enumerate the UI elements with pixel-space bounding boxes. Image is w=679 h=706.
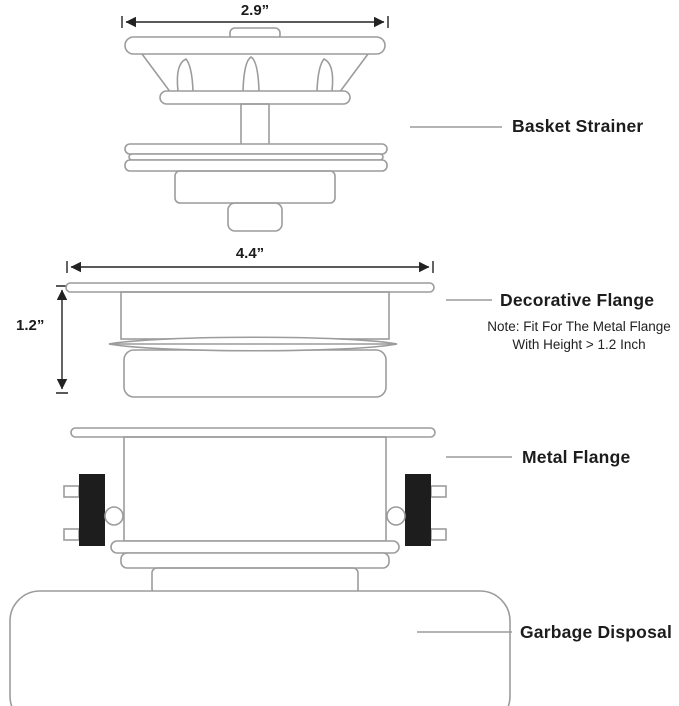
dim-strainer-width-label: 2.9”	[240, 2, 270, 19]
basket-strainer-drawing	[124, 27, 388, 232]
strainer-prong-center	[242, 56, 260, 92]
strainer-rim	[124, 36, 386, 55]
strainer-washer	[128, 153, 384, 161]
strainer-flange-plate-bottom	[124, 159, 388, 172]
label-garbage-disposal: Garbage Disposal	[520, 622, 673, 642]
disposal-body	[9, 590, 511, 706]
metal-tab-left-top	[63, 485, 80, 498]
note-line-1: Note: Fit For The Metal Flange	[487, 319, 671, 334]
dim-flange-height-label: 1.2”	[16, 317, 45, 334]
note-line-2: With Height > 1.2 Inch	[512, 337, 646, 352]
strainer-prong-left	[176, 58, 194, 92]
strainer-bowl-sides	[141, 53, 369, 94]
dim-ticks	[121, 16, 389, 28]
deco-top-plate	[65, 282, 435, 293]
strainer-tailpiece	[227, 202, 283, 232]
dim-ticks	[66, 261, 434, 273]
decorative-flange-drawing	[65, 282, 435, 398]
metal-tab-right-bottom	[430, 528, 447, 541]
metal-ring-right	[386, 506, 406, 526]
dim-flange-width-label: 4.4”	[235, 245, 265, 262]
label-metal-flange: Metal Flange	[522, 447, 631, 467]
deco-lower-body	[123, 349, 387, 398]
dim-strainer-width	[121, 16, 389, 28]
note-text: Note: Fit For The Metal Flange With Heig…	[480, 318, 678, 354]
metal-bolt-right	[405, 474, 431, 546]
strainer-flange-plate-top	[124, 143, 388, 155]
garbage-disposal-drawing	[9, 590, 511, 706]
metal-bolt-left	[79, 474, 105, 546]
metal-body	[123, 436, 387, 542]
strainer-prong-right	[316, 58, 334, 92]
dim-flange-height	[56, 285, 68, 394]
label-decorative-flange: Decorative Flange	[500, 290, 655, 310]
metal-plate-b	[120, 552, 390, 569]
metal-flange-drawing	[63, 427, 447, 595]
metal-neck	[151, 567, 359, 595]
metal-plate-a	[110, 540, 400, 554]
metal-tab-right-top	[430, 485, 447, 498]
strainer-basket-bottom	[159, 90, 351, 105]
strainer-body	[174, 170, 336, 204]
metal-tab-left-bottom	[63, 528, 80, 541]
label-basket-strainer: Basket Strainer	[512, 116, 644, 136]
strainer-stem	[240, 103, 270, 146]
metal-ring-left	[104, 506, 124, 526]
dim-flange-width	[66, 261, 434, 273]
deco-upper-body	[120, 291, 390, 340]
metal-top-plate	[70, 427, 436, 438]
